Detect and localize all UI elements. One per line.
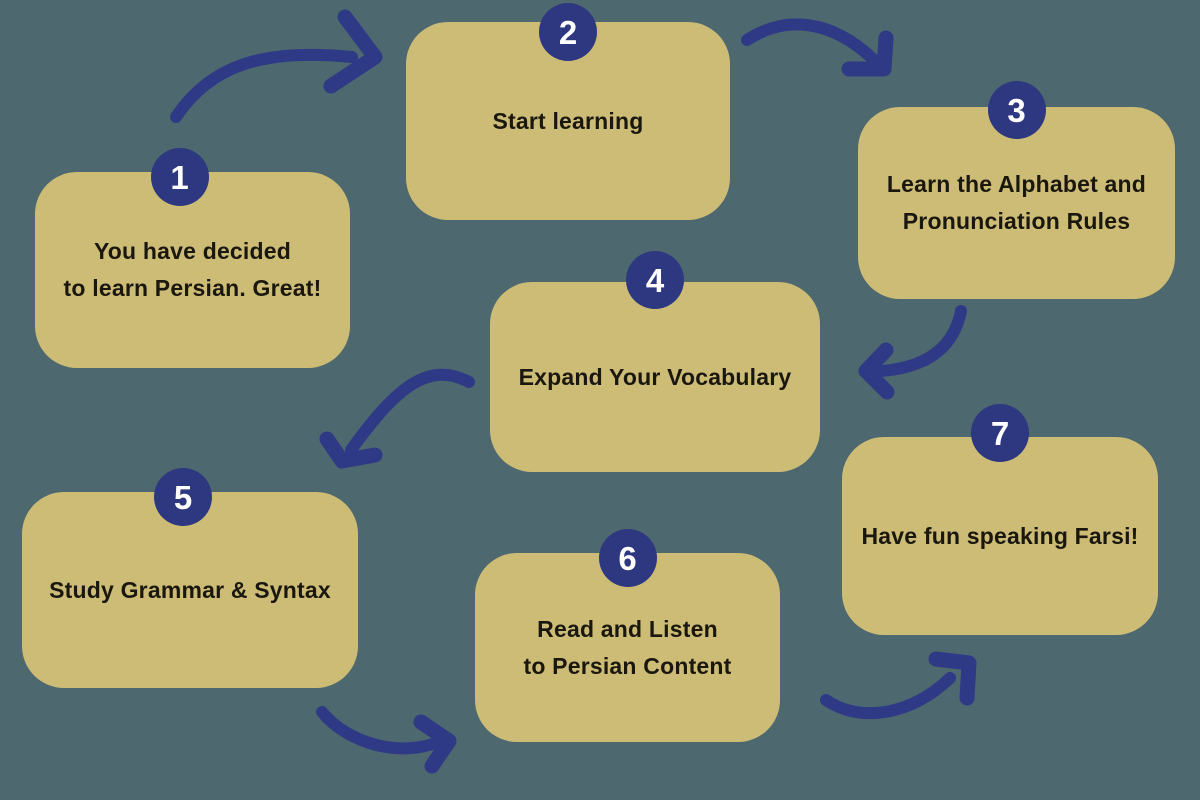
step-4-number-badge: 4 bbox=[626, 251, 684, 309]
step-5-number-badge: 5 bbox=[154, 468, 212, 526]
step-card-6: 6 Read and Listen to Persian Content bbox=[475, 529, 780, 742]
arrow-step1-to-step2 bbox=[170, 9, 383, 123]
step-card-4: 4 Expand Your Vocabulary bbox=[490, 251, 820, 472]
arrow-step6-to-step7 bbox=[820, 651, 977, 720]
step-5-label: Study Grammar & Syntax bbox=[49, 576, 331, 603]
step-3-number: 3 bbox=[1007, 91, 1026, 129]
arrow-step2-to-step3 bbox=[741, 18, 894, 77]
step-1-number: 1 bbox=[170, 158, 189, 196]
arrow-step5-to-step6 bbox=[316, 706, 457, 774]
step-card-3: 3 Learn the Alphabet and Pronunciation R… bbox=[858, 81, 1175, 299]
step-card-5: 5 Study Grammar & Syntax bbox=[22, 468, 358, 688]
step-3-label: Learn the Alphabet and Pronunciation Rul… bbox=[886, 171, 1147, 234]
step-6-number: 6 bbox=[618, 539, 637, 577]
step-1-label: You have decided to learn Persian. Great… bbox=[63, 238, 322, 301]
step-6-label: Read and Listen to Persian Content bbox=[523, 615, 732, 679]
step-card-1: 1 You have decided to learn Persian. Gre… bbox=[35, 148, 350, 368]
step-1-number-badge: 1 bbox=[150, 148, 209, 206]
step-6-number-badge: 6 bbox=[598, 529, 657, 587]
step-3-number-badge: 3 bbox=[987, 81, 1046, 139]
step-4-number: 4 bbox=[645, 261, 665, 299]
step-2-label: Start learning bbox=[492, 107, 644, 134]
step-2-number-badge: 2 bbox=[539, 3, 597, 61]
step-4-label: Expand Your Vocabulary bbox=[518, 363, 792, 390]
step-2-number: 2 bbox=[558, 13, 578, 51]
step-5-number: 5 bbox=[173, 478, 193, 516]
arrow-step3-to-step4 bbox=[858, 305, 967, 400]
step-card-7: 7 Have fun speaking Farsi! bbox=[842, 404, 1158, 635]
arrow-step4-to-step5 bbox=[319, 368, 475, 469]
step-7-number-badge: 7 bbox=[971, 404, 1029, 462]
step-card-2: 2 Start learning bbox=[406, 3, 730, 220]
step-7-number: 7 bbox=[990, 414, 1010, 452]
step-7-label: Have fun speaking Farsi! bbox=[861, 522, 1139, 549]
